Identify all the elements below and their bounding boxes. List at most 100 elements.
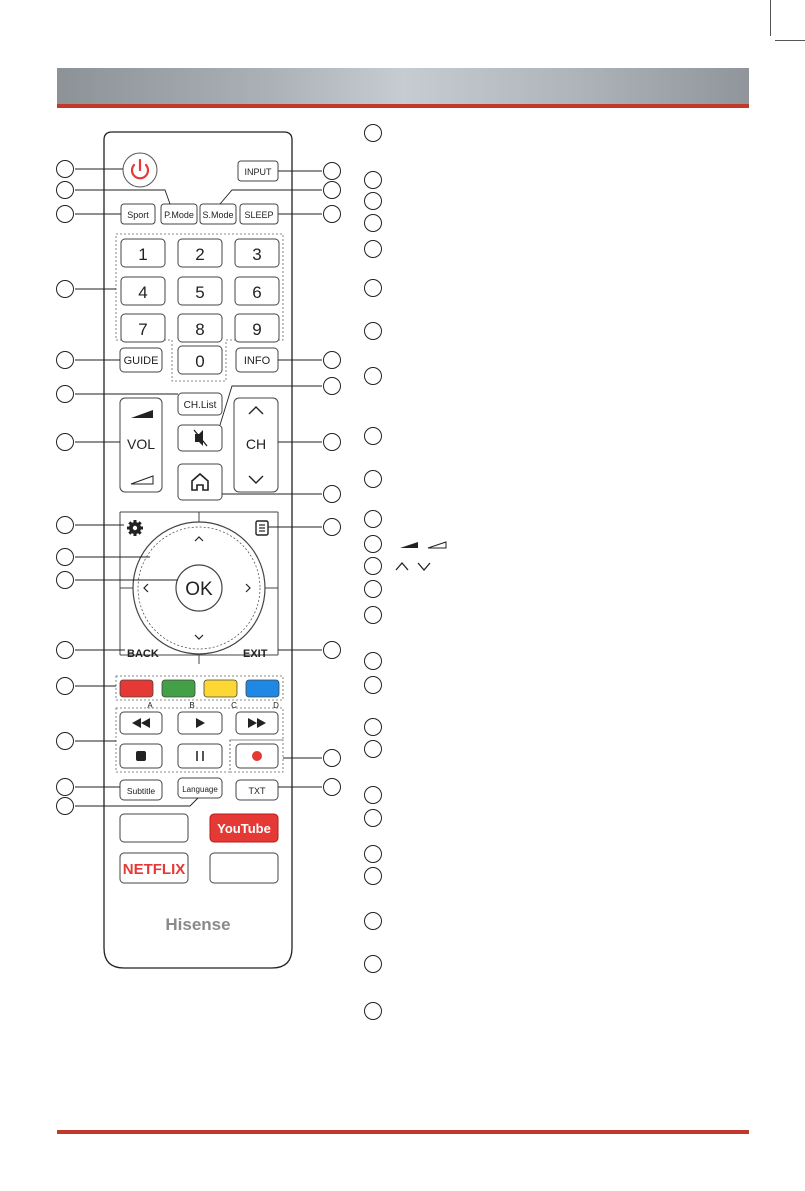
dpad-down-button[interactable] [194,634,204,640]
input-button[interactable]: INPUT [237,160,279,182]
input-label: INPUT [245,167,273,177]
legend-marker [364,124,382,142]
language-button[interactable]: Language [177,777,223,799]
record-button[interactable] [235,743,279,769]
exit-button[interactable]: EXIT [243,648,268,660]
info-button[interactable]: INFO [235,347,279,373]
legend-marker [364,510,382,528]
s-mode-label: S.Mode [202,210,233,220]
netflix-label: NETFLIX [123,861,186,878]
sport-button[interactable]: Sport [120,203,156,225]
legend-marker [364,740,382,758]
color-key-c[interactable]: C [203,679,238,710]
color-key-d[interactable]: D [245,679,280,710]
ch-label: CH [246,436,266,452]
number-button-8[interactable]: 8 [177,313,223,343]
number-button-1[interactable]: 1 [120,238,166,268]
number-label-7: 7 [138,320,147,339]
color-key-label: B [189,701,194,710]
blank-app-button-2[interactable] [209,852,279,884]
ok-button[interactable]: OK [175,564,223,612]
legend-marker [364,470,382,488]
youtube-button[interactable]: YouTube [209,813,279,843]
ok-label: OK [185,579,213,600]
netflix-button[interactable]: NETFLIX [119,852,189,884]
legend-marker [364,557,382,575]
pause-icon [196,751,204,761]
guide-button[interactable]: GUIDE [119,347,163,373]
number-label-8: 8 [195,320,204,339]
sleep-label: SLEEP [244,210,273,220]
ch-list-label: CH.List [184,400,217,411]
mute-button[interactable] [177,424,223,452]
legend-item [364,718,382,736]
subtitle-button[interactable]: Subtitle [119,779,163,801]
play-button[interactable] [177,711,223,735]
txt-label: TXT [249,786,267,796]
p-mode-button[interactable]: P.Mode [160,203,198,225]
legend-item [364,809,382,827]
number-button-5[interactable]: 5 [177,276,223,306]
volume-down-icon [130,475,154,485]
legend-marker [364,809,382,827]
volume-rocker[interactable]: VOL [119,397,163,493]
number-button-0[interactable]: 0 [177,345,223,375]
power-button[interactable] [122,152,158,188]
channel-rocker[interactable]: CH [233,397,279,493]
header-bar [57,68,749,104]
stop-icon [136,751,146,761]
legend-marker [364,322,382,340]
number-label-4: 4 [138,283,147,302]
dpad-right-button[interactable] [245,583,251,593]
legend-marker [364,867,382,885]
settings-button[interactable] [127,520,143,536]
s-mode-button[interactable]: S.Mode [199,203,237,225]
rewind-button[interactable] [119,711,163,735]
menu-button[interactable] [255,520,269,536]
stop-button[interactable] [119,743,163,769]
brand-logo: Hisense [165,915,230,934]
dpad-left-button[interactable] [143,583,149,593]
legend-item [364,652,382,670]
sport-label: Sport [127,210,149,220]
ch-list-button[interactable]: CH.List [177,392,223,416]
back-button[interactable]: BACK [127,648,159,660]
home-button[interactable] [177,463,223,501]
color-key-a[interactable]: A [119,679,154,710]
volume-up-icon [400,541,447,549]
sleep-button[interactable]: SLEEP [239,203,279,225]
volume-glyphs [392,537,452,551]
legend-marker [364,171,382,189]
blank-app-button-1[interactable] [119,813,189,843]
record-region [229,739,284,773]
fast-forward-button[interactable] [235,711,279,735]
legend-item [364,786,382,804]
legend-item [364,367,382,385]
rewind-icon [132,718,150,728]
number-button-3[interactable]: 3 [234,238,280,268]
txt-button[interactable]: TXT [235,779,279,801]
legend-marker [364,279,382,297]
legend-item [364,845,382,863]
color-key-label: C [231,701,237,710]
pause-button[interactable] [177,743,223,769]
number-button-6[interactable]: 6 [234,276,280,306]
vol-label: VOL [127,436,155,452]
header-stripe [57,104,749,108]
record-icon [252,751,262,761]
dpad-up-button[interactable] [194,536,204,542]
number-button-4[interactable]: 4 [120,276,166,306]
legend-marker [364,214,382,232]
color-key-b[interactable]: B [161,679,196,710]
number-button-9[interactable]: 9 [234,313,280,343]
back-label: BACK [127,648,159,660]
legend-item [364,124,382,142]
number-button-7[interactable]: 7 [120,313,166,343]
legend-marker [364,912,382,930]
number-label-1: 1 [138,245,147,264]
number-label-3: 3 [252,245,261,264]
number-button-2[interactable]: 2 [177,238,223,268]
